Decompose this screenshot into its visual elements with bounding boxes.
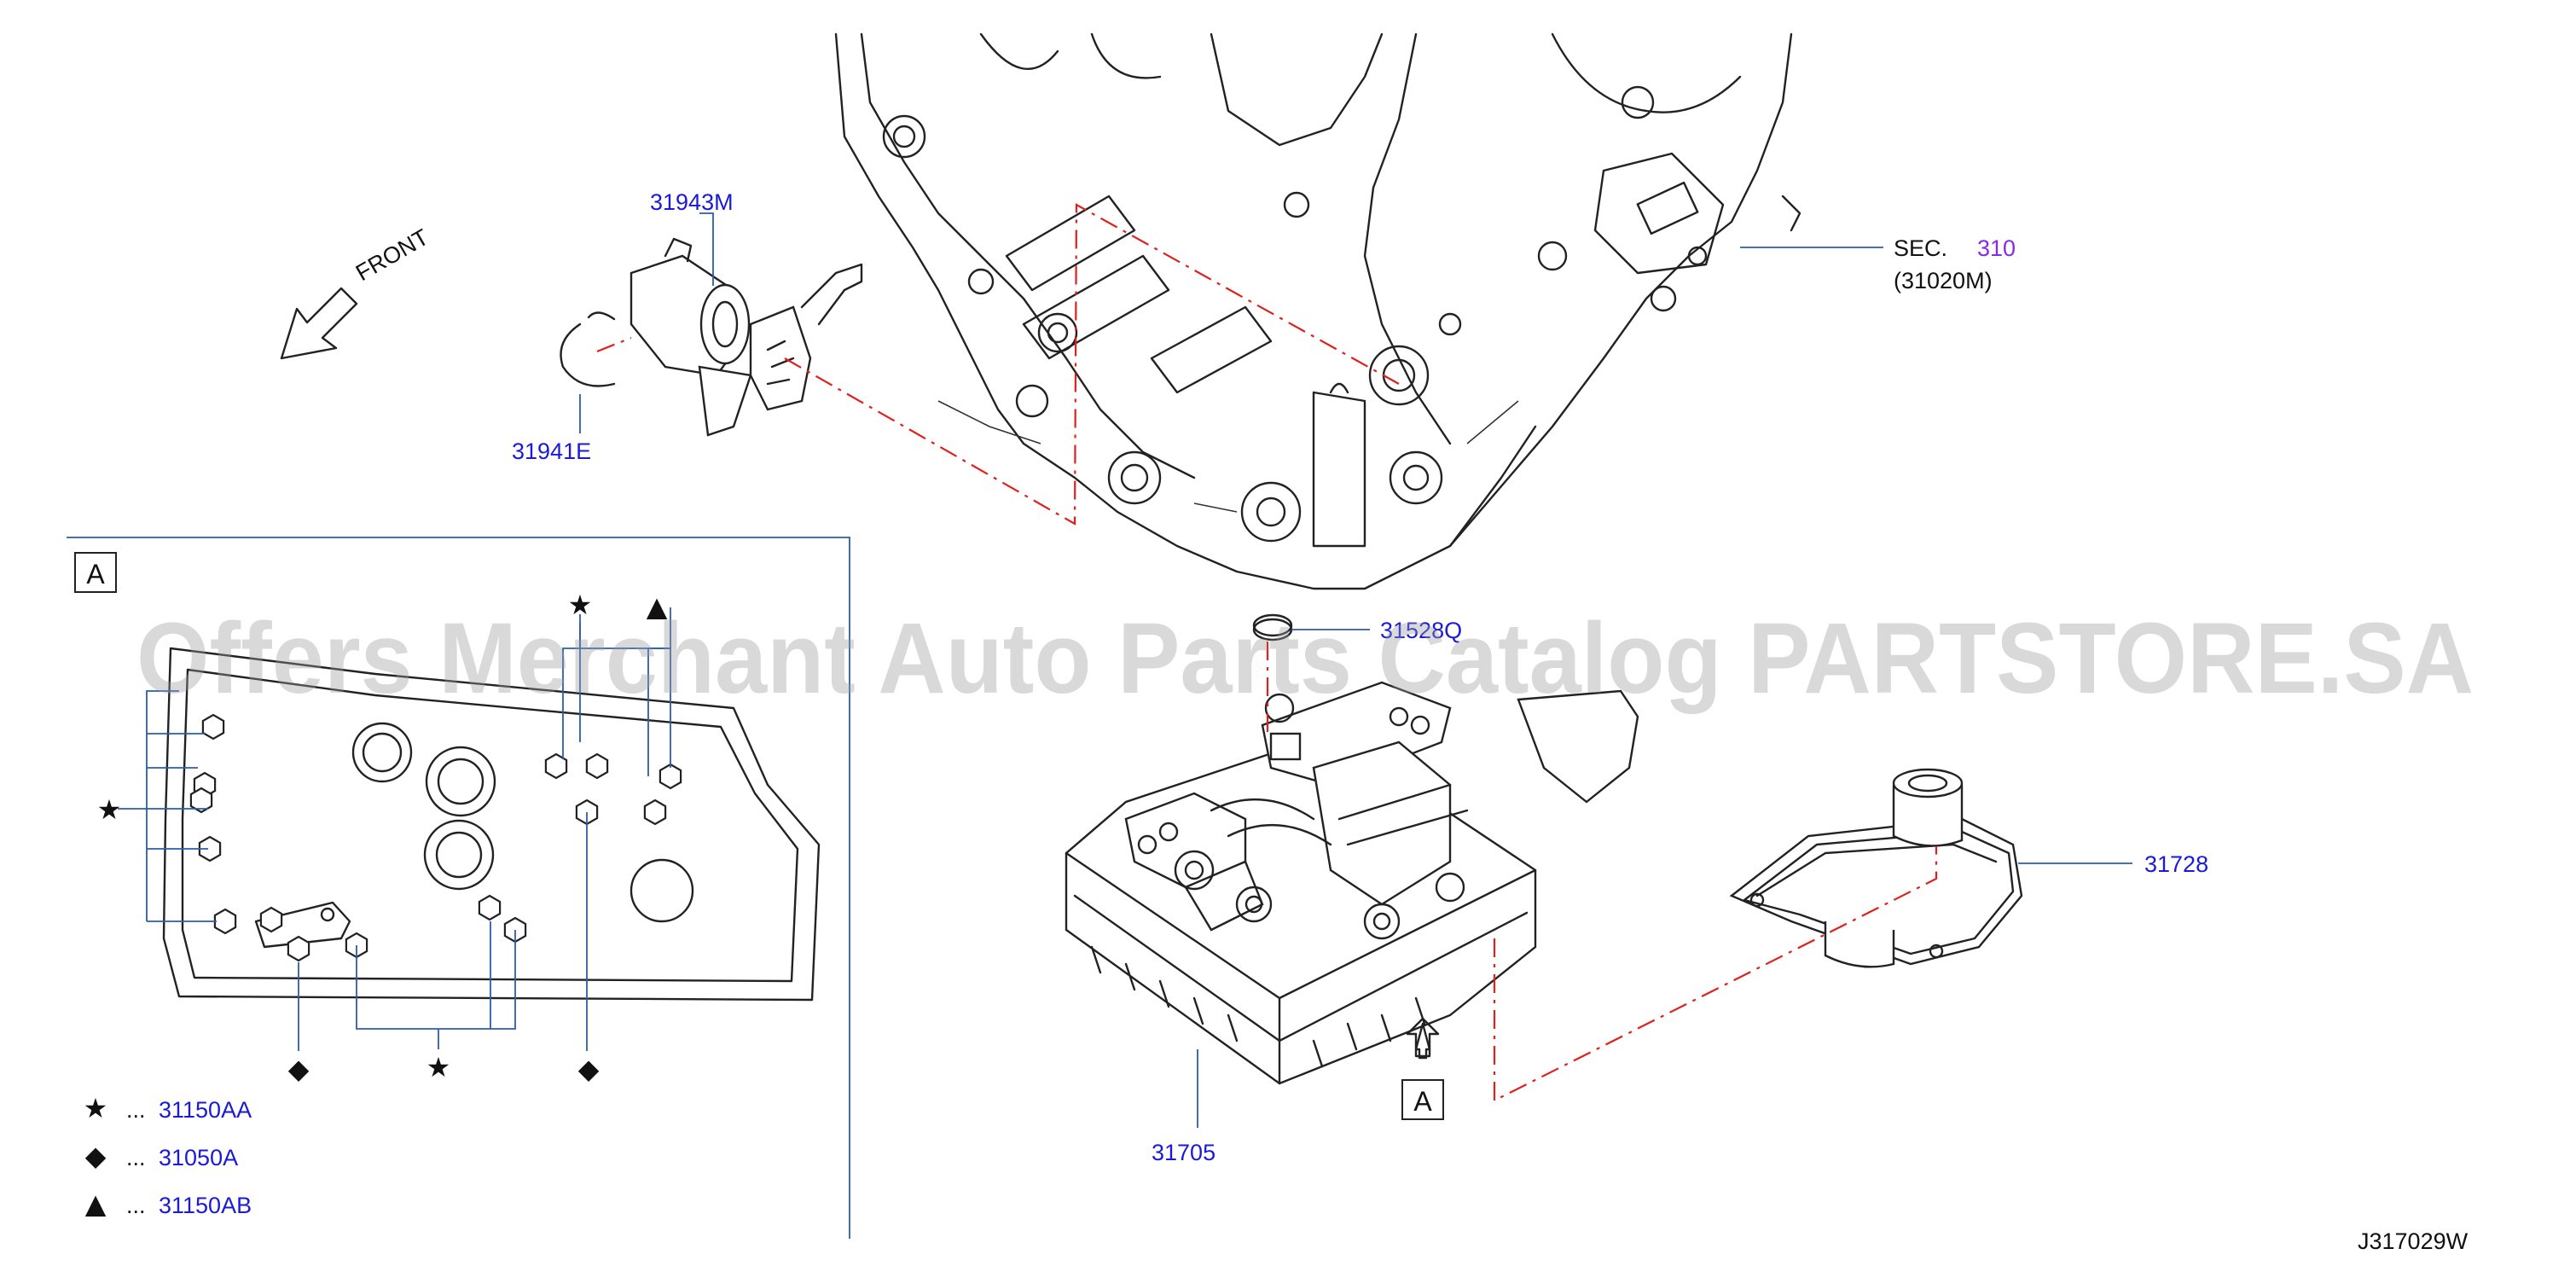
part-number-31943m[interactable]: 31943M <box>650 189 734 215</box>
callout-diamond-left: ◆ <box>288 1053 310 1085</box>
svg-text:...: ... <box>126 1193 146 1218</box>
bolt-hex-13 <box>659 763 682 790</box>
watermark-text: Offers Merchant Auto Parts Catalog PARTS… <box>136 602 2474 715</box>
bolt-hex-1 <box>201 713 225 740</box>
bolt-hex-6 <box>259 906 283 933</box>
bolt-hex-3 <box>189 787 213 814</box>
callout-triangle-top: ▲ <box>647 590 668 623</box>
svg-text:◆: ◆ <box>85 1140 107 1172</box>
svg-text:...: ... <box>126 1097 146 1123</box>
view-a-marker: A <box>1401 1017 1444 1120</box>
bolt-hex-9 <box>478 894 502 921</box>
assembly-guide-lines <box>596 203 1938 1102</box>
bolt-hex-14 <box>643 799 667 826</box>
legend-part-31150aa[interactable]: 31150AA <box>159 1097 252 1123</box>
oil-strainer-drawing <box>1729 768 2023 968</box>
bolt-hex-7 <box>287 935 310 962</box>
part-number-31528q[interactable]: 31528Q <box>1380 618 1462 643</box>
front-label: FRONT <box>351 224 433 286</box>
diagram-code: J317029W <box>2358 1228 2469 1254</box>
legend-row-star[interactable]: ★ ... 31150AA <box>84 1092 252 1124</box>
callout-symbols: ★ ★ ▲ ◆ ★ ◆ <box>97 589 668 1085</box>
part-number-31705[interactable]: 31705 <box>1152 1140 1215 1165</box>
transmission-case-drawing <box>834 32 1801 590</box>
view-a-inset-frame: A <box>67 537 850 1239</box>
fastener-legend: ★ ... 31150AA ◆ ... 31050A ▲ ... 31150AB <box>84 1092 252 1220</box>
part-number-31728[interactable]: 31728 <box>2144 851 2208 877</box>
section-sub-31020m: (31020M) <box>1894 268 1993 293</box>
callout-diamond-right: ◆ <box>578 1053 600 1085</box>
callout-star-bottom: ★ <box>426 1051 451 1083</box>
control-valve-body-drawing <box>1065 681 1639 1085</box>
svg-text:▲: ▲ <box>85 1188 107 1220</box>
bolt-hex-12 <box>585 752 609 780</box>
view-a-inset-label: A <box>86 559 105 589</box>
part-number-31941e[interactable]: 31941E <box>512 438 591 464</box>
bolt-locations <box>189 713 682 962</box>
front-direction-arrow: FRONT <box>280 224 433 360</box>
bolt-hex-4 <box>198 835 222 862</box>
solenoid-assembly-drawing <box>560 237 863 437</box>
view-a-main-label: A <box>1413 1086 1432 1117</box>
legend-part-31150ab[interactable]: 31150AB <box>159 1193 252 1218</box>
legend-part-31050a[interactable]: 31050A <box>159 1145 238 1170</box>
callout-leaders <box>118 607 671 1051</box>
section-prefix: SEC. <box>1894 235 1947 261</box>
section-code-310[interactable]: 310 <box>1977 235 2016 261</box>
bolt-hex-11 <box>544 752 568 780</box>
svg-text:...: ... <box>126 1145 146 1170</box>
callout-star-top: ★ <box>568 589 593 621</box>
callout-star-left: ★ <box>97 793 122 826</box>
svg-text:★: ★ <box>84 1092 108 1124</box>
oil-pan-gasket-outline <box>162 647 821 1002</box>
legend-row-triangle[interactable]: ▲ ... 31150AB <box>85 1188 252 1220</box>
part-number-leaders <box>579 212 2132 1128</box>
legend-row-diamond[interactable]: ◆ ... 31050A <box>85 1140 238 1172</box>
bolt-hex-5 <box>213 908 237 935</box>
